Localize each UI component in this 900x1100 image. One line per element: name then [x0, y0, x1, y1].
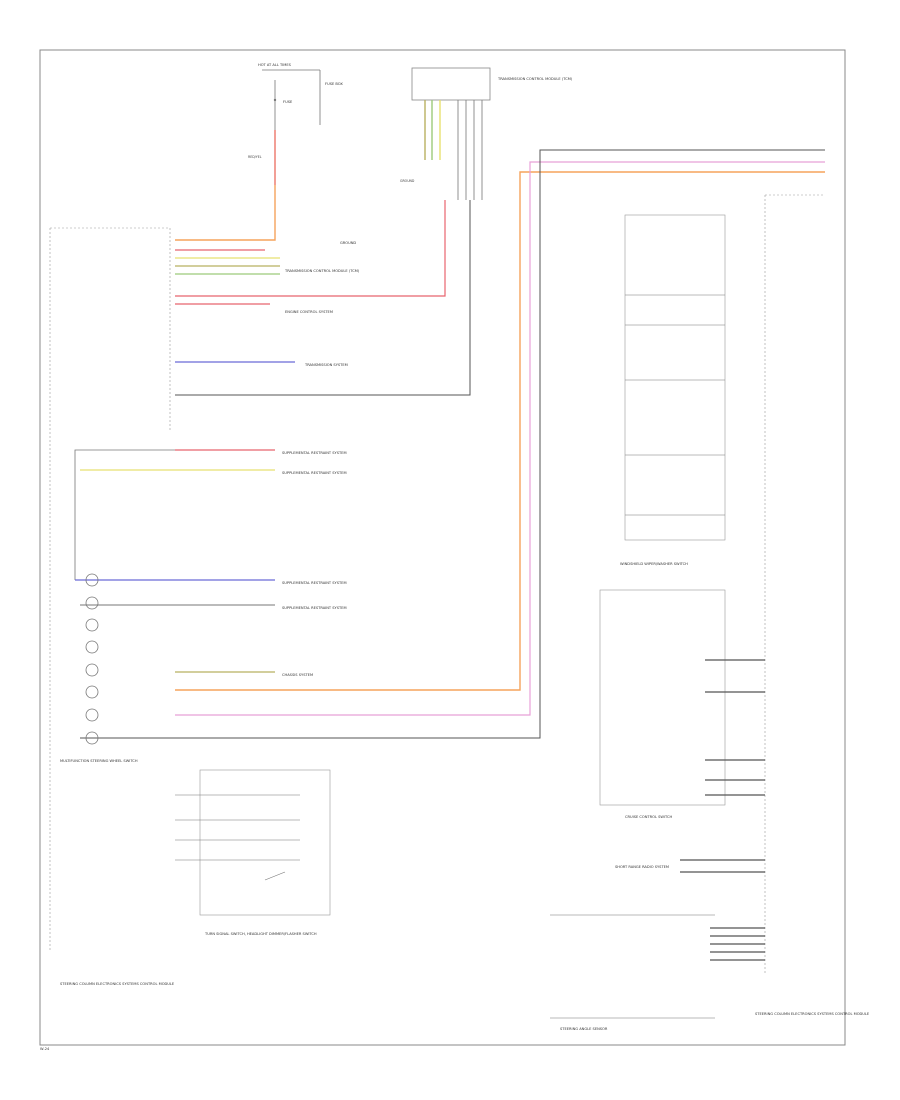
red-yel-label: RED/YEL [248, 155, 262, 159]
diagram-frame [39, 49, 846, 1046]
turn-signal-switch: TURN SIGNAL SWITCH, HEADLIGHT DIMMER/FLA… [175, 769, 331, 936]
srs-label-3: SUPPLEMENTAL RESTRAINT SYSTEM [282, 581, 347, 585]
cruise-label: CRUISE CONTROL SWITCH [625, 815, 672, 819]
wiper-label: WINDSHIELD WIPER/WASHER SWITCH [620, 562, 688, 566]
right-module: WINDSHIELD WIPER/WASHER SWITCH CRUISE CO… [550, 194, 825, 1031]
wire-orange-long [175, 171, 825, 691]
fuse-area: HOT AT ALL TIMES FUSE FUSE BOX RED/YEL [175, 63, 343, 241]
ground-label: GROUND [400, 179, 415, 183]
chassis-label: CHASSIS SYSTEM [282, 673, 313, 677]
tcm-label-2: TRANSMISSION CONTROL MODULE (TCM) [284, 269, 360, 273]
clock-spring [85, 573, 99, 745]
steering-electronics-label: STEERING COLUMN ELECTRONICS SYSTEMS CONT… [60, 982, 175, 986]
fuse-box-label: FUSE BOX [325, 82, 343, 86]
turn-signal-label: TURN SIGNAL SWITCH, HEADLIGHT DIMMER/FLA… [204, 932, 317, 936]
tcm-label: TRANSMISSION CONTROL MODULE (TCM) [497, 77, 573, 81]
tcm-module: TRANSMISSION CONTROL MODULE (TCM) GROUND [400, 67, 573, 200]
multifunction-label: MULTIFUNCTION STEERING WHEEL SWITCH [60, 759, 138, 763]
wire-pink-long [175, 161, 825, 716]
engine-control-label: ENGINE CONTROL SYSTEM [285, 310, 333, 314]
srs-label-2: SUPPLEMENTAL RESTRAINT SYSTEM [282, 471, 347, 475]
page-ref: W-24 [40, 1047, 50, 1051]
srs-label-1: SUPPLEMENTAL RESTRAINT SYSTEM [282, 451, 347, 455]
srs-label-4: SUPPLEMENTAL RESTRAINT SYSTEM [282, 606, 347, 610]
steering-electronics-label-2: STEERING COLUMN ELECTRONICS SYSTEMS CONT… [755, 1012, 870, 1016]
fuse-icon [273, 98, 277, 102]
wire-black-long [80, 149, 825, 739]
fuse-label: FUSE [283, 100, 293, 104]
steering-column-switch-module: GROUND TRANSMISSION CONTROL MODULE (TCM)… [49, 149, 825, 950]
hot-label: HOT AT ALL TIMES [258, 63, 292, 67]
transmission-label: TRANSMISSION SYSTEM [304, 363, 348, 367]
radio-label: SHORT RANGE RADIO SYSTEM [615, 865, 669, 869]
steering-angle-label: STEERING ANGLE SENSOR [560, 1027, 608, 1031]
ground-label-2: GROUND [340, 241, 356, 245]
wire-orange [175, 130, 276, 241]
